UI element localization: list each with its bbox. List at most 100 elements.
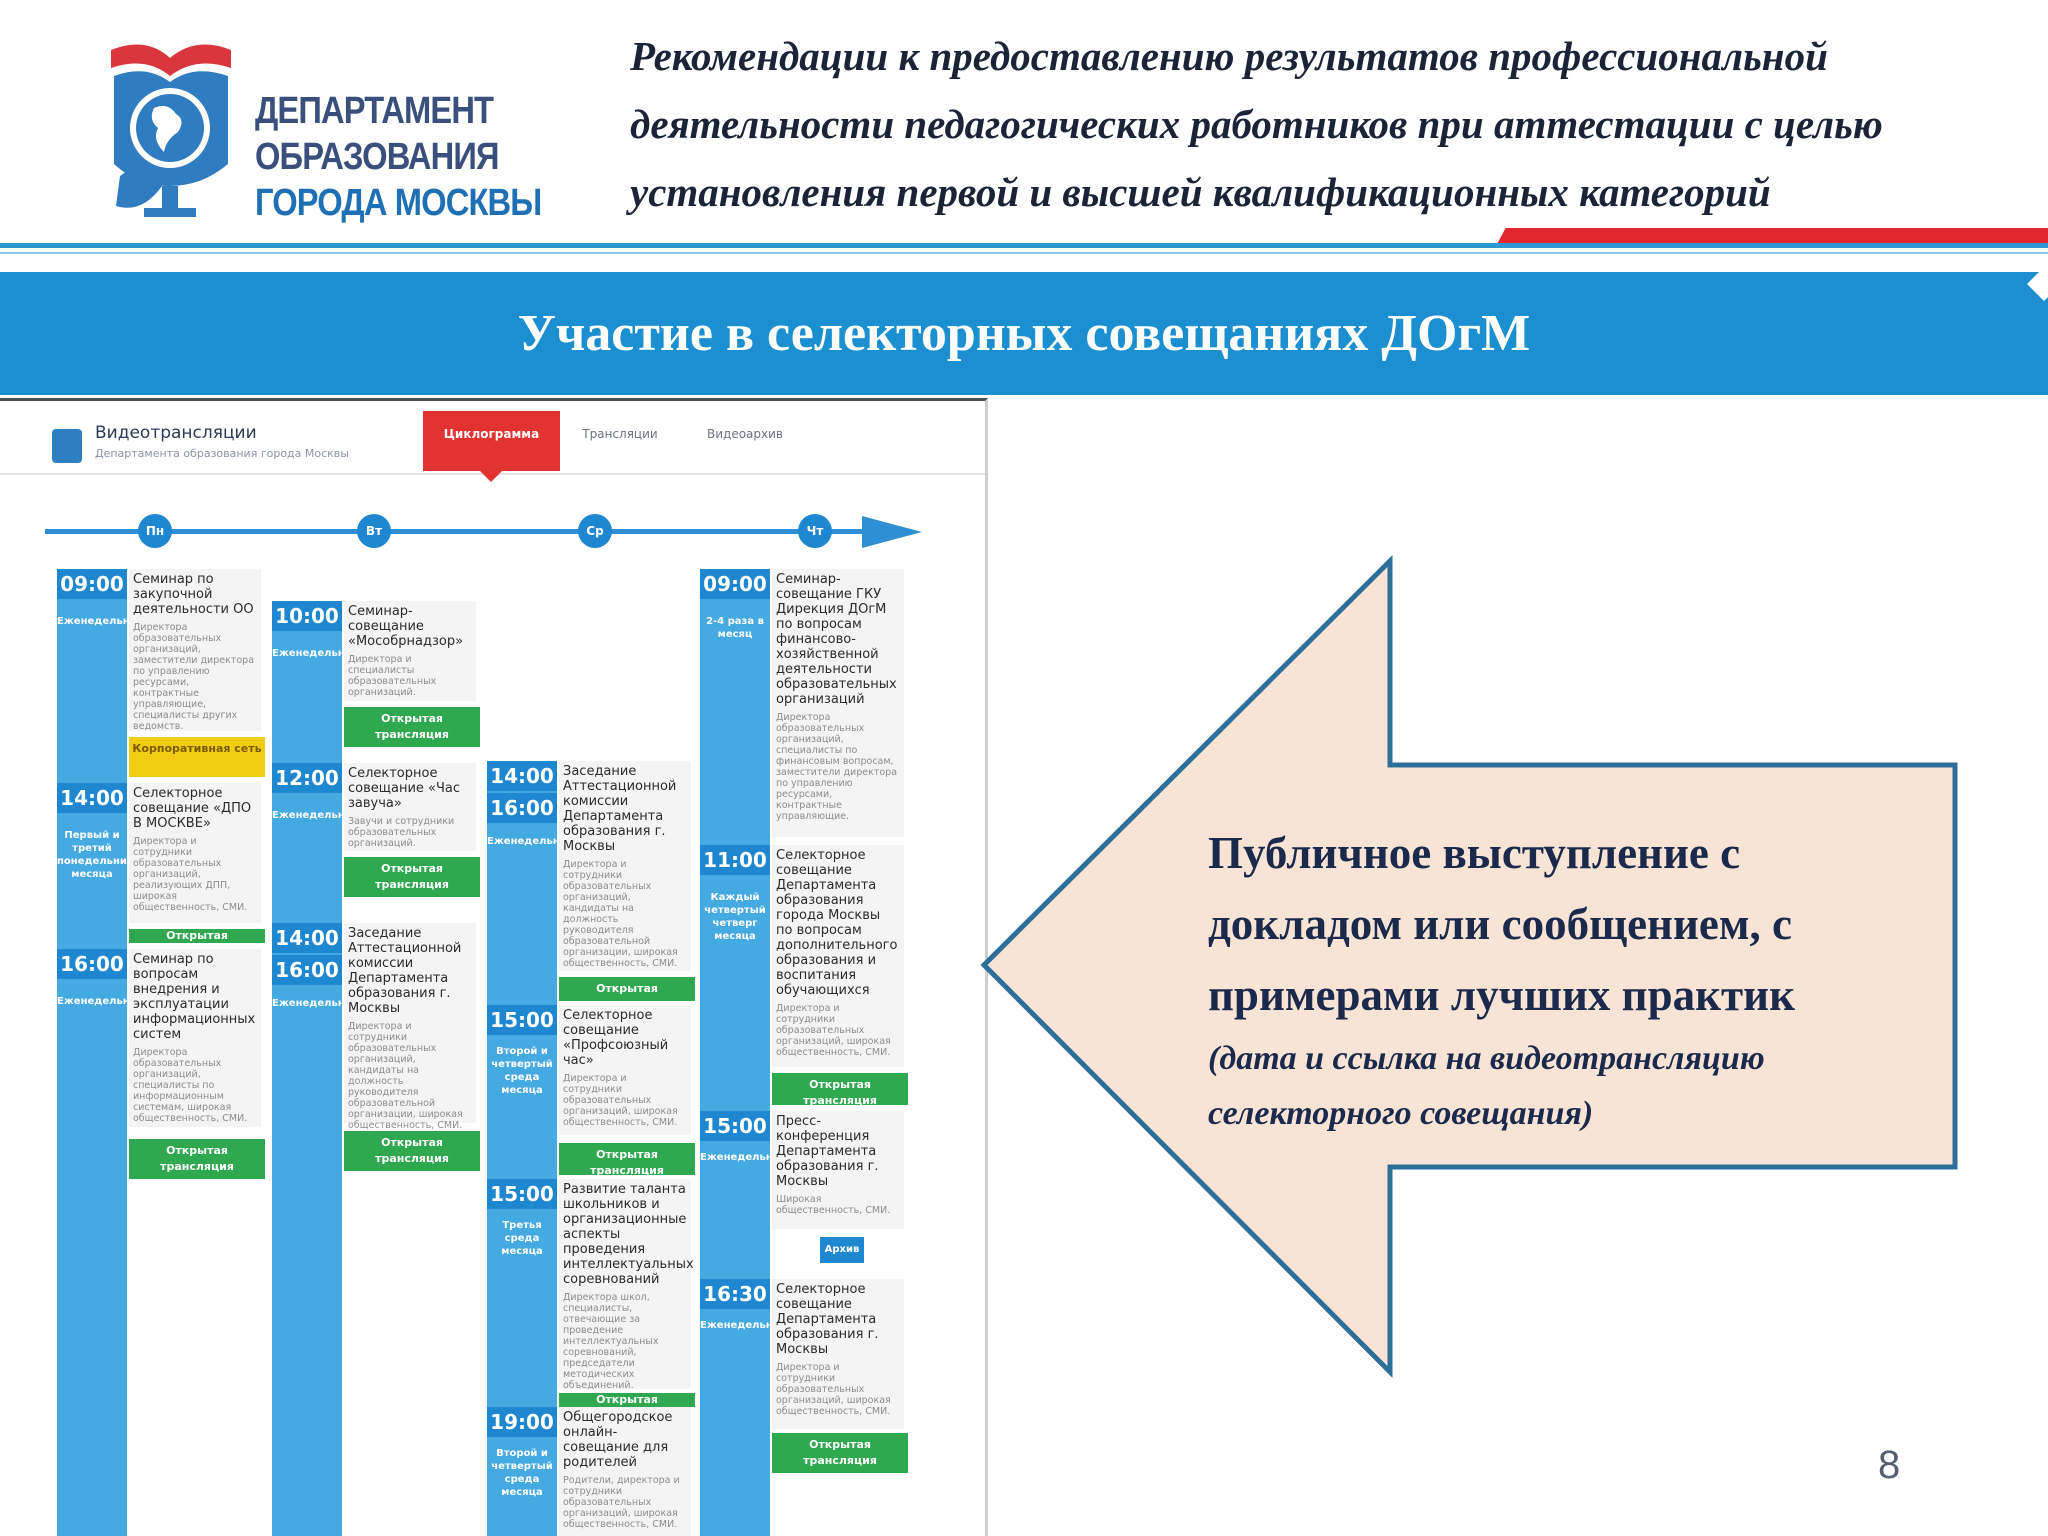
week-timeline — [45, 529, 865, 534]
open-broadcast-button[interactable]: Открытая трансляция — [559, 977, 695, 1001]
site-header: Видеотрансляции Департамента образования… — [0, 401, 985, 475]
event-time: 16:00 — [57, 949, 127, 979]
day-wednesday[interactable]: Ср — [578, 514, 612, 548]
active-tab-pointer — [480, 471, 502, 482]
tab-broadcasts[interactable]: Трансляции — [582, 427, 658, 441]
event-details: Семинар по закупочной деятельности ОО Ди… — [129, 569, 261, 732]
document-title-line: установления первой и высшей квалификаци… — [630, 169, 1771, 215]
event-details: Заседание Аттестационной комиссии Департ… — [344, 923, 476, 1131]
event-time: 11:00 — [700, 845, 770, 875]
event-frequency: Еженедельно — [57, 616, 137, 627]
event-details: Селекторное совещание Департамента образ… — [772, 845, 904, 1067]
event-time: 16:30 — [700, 1279, 770, 1309]
open-broadcast-button[interactable]: Открытая трансляция — [129, 929, 265, 943]
event-audience: Директора и сотрудники образовательных о… — [776, 1362, 891, 1417]
open-broadcast-button[interactable]: Открытая трансляция — [559, 1143, 695, 1177]
event-audience: Директора образовательных организаций, з… — [133, 622, 255, 732]
header-divider — [0, 243, 2048, 248]
event-time: 15:00 — [487, 1005, 557, 1035]
open-broadcast-button[interactable]: Открытая трансляция — [772, 1073, 908, 1107]
event-title: Семинар по вопросам внедрения и эксплуат… — [133, 952, 256, 1042]
event-details: Селекторное совещание «Профсоюзный час» … — [559, 1005, 691, 1135]
event-frequency: Второй и четвертый среда месяца — [491, 1448, 553, 1498]
day-tuesday[interactable]: Вт — [357, 514, 391, 548]
day-thursday[interactable]: Чт — [798, 514, 832, 548]
event-title: Развитие таланта школьников и организаци… — [563, 1182, 694, 1287]
event-time: 14:00 — [487, 761, 557, 791]
day-monday[interactable]: Пн — [138, 514, 172, 548]
event-details: Селекторное совещание Департамента образ… — [772, 1279, 904, 1429]
event-details: Заседание Аттестационной комиссии Департ… — [559, 761, 691, 971]
archive-button[interactable]: Архив — [820, 1237, 864, 1263]
tuesday-column — [272, 601, 342, 1536]
event-audience: Широкая общественность, СМИ. — [776, 1194, 891, 1216]
event-details: Общегородское онлайн-совещание для родит… — [559, 1407, 691, 1536]
event-title: Селекторное совещание «Час завуча» — [348, 766, 461, 811]
event-audience: Директора образовательных организаций, с… — [133, 1047, 248, 1124]
event-audience: Завучи и сотрудники образовательных орга… — [348, 816, 455, 849]
event-title: Селекторное совещание Департамента образ… — [776, 1282, 879, 1357]
event-frequency: Еженедельно — [272, 648, 352, 659]
logo-line: ГОРОДА МОСКВЫ — [255, 182, 542, 224]
callout-note-text: (дата и ссылка на видеотрансляцию селект… — [1208, 1040, 1765, 1132]
thursday-column — [700, 569, 770, 1536]
logo-wordmark: ДЕПАРТАМЕНТ ОБРАЗОВАНИЯ ГОРОДА МОСКВЫ — [255, 88, 542, 226]
event-title: Селекторное совещание «Профсоюзный час» — [563, 1008, 669, 1068]
event-frequency: Второй и четвертый среда месяца — [491, 1046, 553, 1096]
open-broadcast-button[interactable]: Открытая трансляция — [772, 1433, 908, 1473]
event-audience: Директора и сотрудники образовательных о… — [348, 1021, 463, 1131]
site-subtitle: Департамента образования города Москвы — [95, 447, 349, 460]
callout-text: Публичное выступление с докладом или соо… — [1208, 818, 1928, 1141]
event-frequency: Каждый четвертый четверг месяца — [704, 892, 766, 942]
header-divider-thin — [0, 252, 2048, 254]
event-frequency: Первый и третий понедельник месяца — [57, 830, 134, 880]
event-time: 09:00 — [57, 569, 127, 599]
event-time: 09:00 — [700, 569, 770, 599]
globe-book-icon — [111, 44, 231, 217]
event-audience: Родители, директора и сотрудники образов… — [563, 1475, 680, 1530]
department-logo: ДЕПАРТАМЕНТ ОБРАЗОВАНИЯ ГОРОДА МОСКВЫ — [100, 30, 542, 224]
event-details: Селекторное совещание «ДПО В МОСКВЕ» Дир… — [129, 783, 261, 923]
open-broadcast-button[interactable]: Открытая трансляция — [344, 857, 480, 897]
monday-column — [57, 569, 127, 1536]
section-banner — [0, 272, 2048, 395]
tab-cyclogram[interactable]: Циклограмма — [423, 411, 560, 471]
event-title: Селекторное совещание «ДПО В МОСКВЕ» — [133, 786, 252, 831]
site-title: Видеотрансляции — [95, 423, 257, 443]
event-time: 10:00 — [272, 601, 342, 631]
event-time: 14:00 — [272, 923, 342, 953]
event-time: 19:00 — [487, 1407, 557, 1437]
event-audience: Директора образовательных организаций, с… — [776, 712, 898, 822]
event-title: Селекторное совещание Департамента образ… — [776, 848, 898, 998]
event-details: Пресс-конференция Департамента образован… — [772, 1111, 904, 1229]
wednesday-column — [487, 761, 557, 1536]
event-details: Семинар-совещание ГКУ Дирекция ДОгМ по в… — [772, 569, 904, 837]
timeline-arrow-icon — [862, 516, 922, 548]
tab-video-archive[interactable]: Видеоархив — [707, 427, 783, 441]
event-details: Семинар по вопросам внедрения и эксплуат… — [129, 949, 261, 1127]
corporate-network-button[interactable]: Корпоративная сеть — [129, 737, 265, 777]
event-frequency: Еженедельно — [700, 1320, 780, 1331]
event-title: Заседание Аттестационной комиссии Департ… — [563, 764, 677, 854]
event-frequency: Еженедельно — [487, 836, 567, 847]
event-frequency: Еженедельно — [700, 1152, 780, 1163]
open-broadcast-button[interactable]: Открытая трансляция — [559, 1393, 695, 1407]
logo-line: ДЕПАРТАМЕНТ — [255, 90, 494, 132]
event-audience: Директора и сотрудники образовательных о… — [563, 1073, 678, 1128]
video-schedule-screenshot: Видеотрансляции Департамента образования… — [0, 398, 988, 1536]
event-end-time: 16:00 — [272, 955, 342, 985]
open-broadcast-button[interactable]: Открытая трансляция — [129, 1139, 265, 1179]
document-title: Рекомендации к предоставлению результато… — [630, 22, 2030, 226]
event-end-time: 16:00 — [487, 793, 557, 823]
event-audience: Директора и специалисты образовательных … — [348, 654, 437, 698]
event-time: 15:00 — [487, 1179, 557, 1209]
event-audience: Директора и сотрудники образовательных о… — [563, 859, 678, 969]
open-broadcast-button[interactable]: Открытая трансляция — [344, 1131, 480, 1171]
left-arrow-callout — [980, 555, 1958, 1379]
event-frequency: 2-4 раза в месяц — [706, 616, 764, 640]
event-title: Семинар-совещание «Мособрнадзор» — [348, 604, 464, 649]
event-title: Семинар-совещание ГКУ Дирекция ДОгМ по в… — [776, 572, 897, 707]
open-broadcast-button[interactable]: Открытая трансляция — [344, 707, 480, 747]
event-audience: Директора и сотрудники образовательных о… — [776, 1003, 891, 1058]
event-frequency: Еженедельно — [272, 998, 352, 1009]
